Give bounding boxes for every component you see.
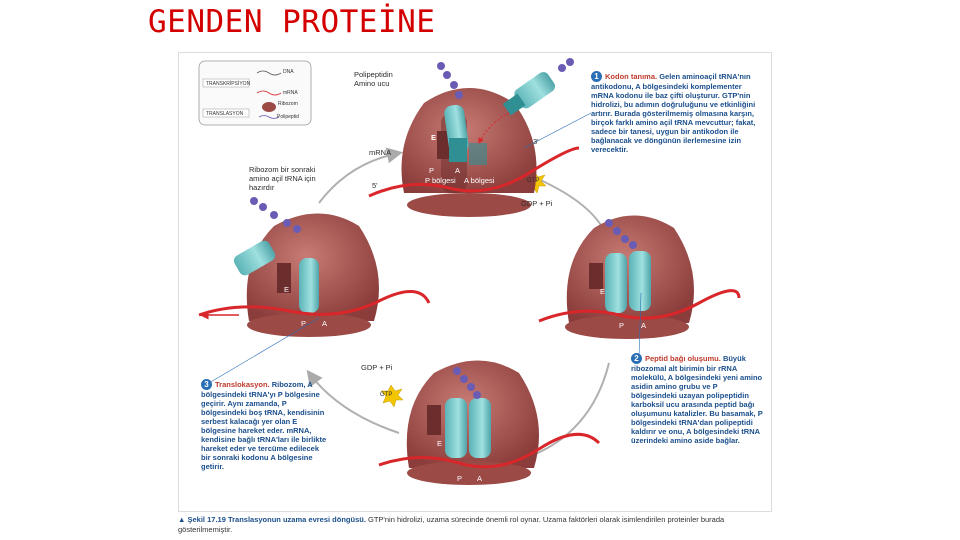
e-site-label-top: E <box>431 133 437 142</box>
inset-polypeptide-label: Polipeptid <box>277 114 299 120</box>
step-2-title: Peptid bağı oluşumu. <box>645 354 721 363</box>
e-site-label-bottom: E <box>437 439 443 448</box>
ribosome-right <box>538 215 741 339</box>
page-title: GENDEN PROTEİNE <box>148 4 436 40</box>
step-2-badge: 2 <box>631 353 642 364</box>
five-prime-label: 5' <box>372 181 378 190</box>
ribosome-ready-label: Ribozom bir sonraki amino açil tRNA için… <box>249 165 316 192</box>
polypeptide-label: Polipeptidin Amino ucu <box>354 70 393 88</box>
inset-transcription-label: TRANSKRİPSİYON <box>206 81 251 87</box>
step-3-title: Translokasyon. <box>215 380 270 389</box>
a-site-label-right: A <box>641 321 647 330</box>
gdp-label-top: GDP + Pi <box>521 199 553 208</box>
ribosome-top <box>368 58 580 217</box>
e-site-label-right: E <box>600 287 606 296</box>
inset-overview <box>198 60 312 126</box>
inset-ribosome-label: Ribozom <box>278 101 298 107</box>
inset-dna-label: DNA <box>283 69 294 75</box>
p-site-label-left: P <box>301 319 307 328</box>
p-site-label-top: P <box>429 166 435 175</box>
e-site-label-left: E <box>284 285 290 294</box>
inset-mrna-label: mRNA <box>283 90 298 96</box>
a-site-label-top: A <box>455 166 461 175</box>
step-1-badge: 1 <box>591 71 602 82</box>
step-1-text: Gelen aminoaçil tRNA'nın antikodonu, A b… <box>591 72 756 154</box>
gtp-label-bottom: GTP <box>380 392 393 398</box>
p-site-label-bottom: P <box>457 474 463 483</box>
ribosome-bottom <box>378 360 601 485</box>
mrna-label: mRNA <box>369 148 392 157</box>
inset-translation-label: TRANSLASYON <box>206 111 244 117</box>
a-site-region-label: A bölgesi <box>464 176 495 185</box>
a-site-label-bottom: A <box>477 474 483 483</box>
gtp-label-top: GTP <box>527 178 540 184</box>
p-site-label-right: P <box>619 321 625 330</box>
figure-drawing <box>198 58 741 485</box>
translation-figure: TRANSKRİPSİYON TRANSLASYON DNA mRNA Ribo… <box>178 52 772 512</box>
p-site-region-label: P bölgesi <box>425 176 456 185</box>
figure-caption: ▲ Şekil 17.19 Translasyonun uzama evresi… <box>178 515 778 534</box>
three-prime-label: 3' <box>533 137 539 146</box>
step-3-badge: 3 <box>201 379 212 390</box>
gdp-label-bottom: GDP + Pi <box>361 363 393 372</box>
caption-text: GTP'nin hidrolizi, uzama sürecinde öneml… <box>178 515 725 534</box>
step-2-text: Büyük ribozomal alt birimin bir rRNA mol… <box>631 354 763 445</box>
caption-title: ▲ Şekil 17.19 Translasyonun uzama evresi… <box>178 515 366 524</box>
step-3-text: Ribozom, A bölgesindeki tRNA'yı P bölges… <box>201 380 327 471</box>
a-site-label-left: A <box>322 319 328 328</box>
ribosome-left <box>198 197 431 337</box>
step-1-title: Kodon tanıma. <box>605 72 658 81</box>
